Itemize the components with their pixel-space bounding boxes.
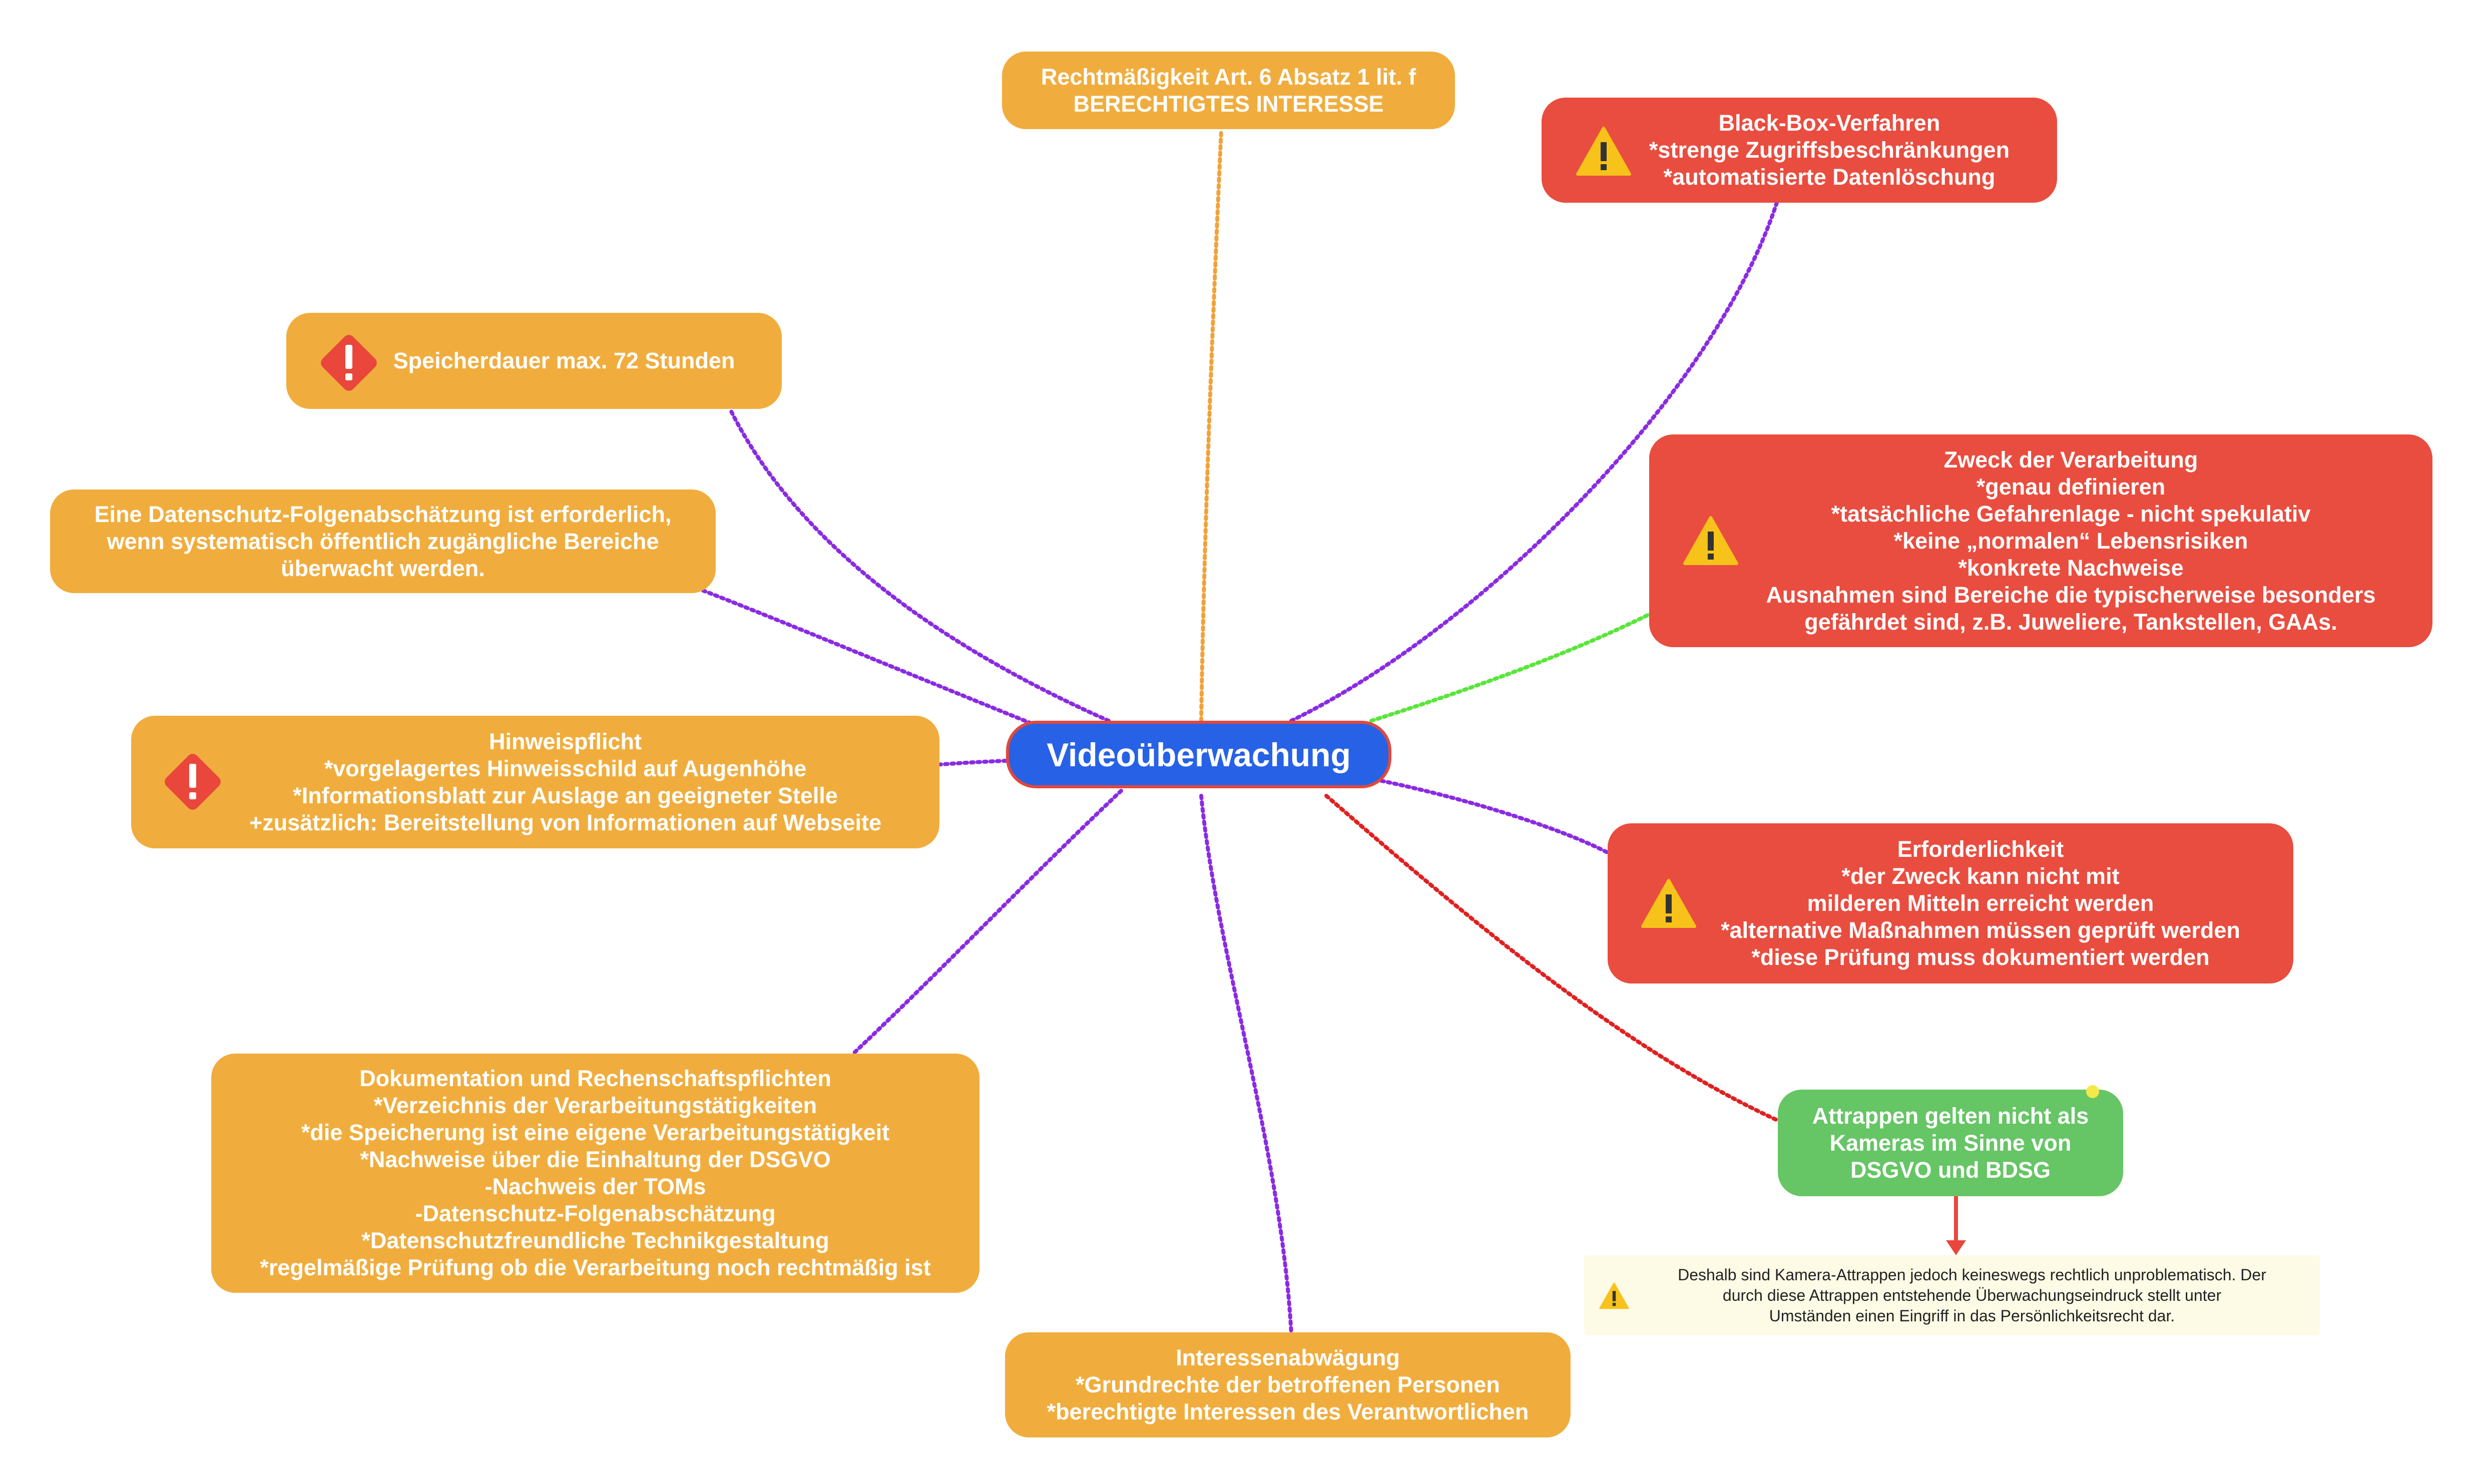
topic-interessenabwaegung-label: Interessenabwägung *Grundrechte der betr… [1047, 1345, 1529, 1424]
topic-attrappen[interactable]: Attrappen gelten nicht als Kameras im Si… [1778, 1090, 2123, 1196]
warning-icon [1683, 516, 1738, 565]
topic-interessenabwaegung[interactable]: Interessenabwägung *Grundrechte der betr… [1005, 1332, 1571, 1437]
topic-blackbox-label: Black-Box-Verfahren *strenge Zugriffsbes… [1649, 110, 2010, 190]
topic-folgenabschaetzung[interactable]: Eine Datenschutz-Folgenabschätzung ist e… [50, 489, 716, 593]
attrappen-note-text: Deshalb sind Kamera-Attrappen jedoch kei… [1678, 1265, 2266, 1325]
link-hinweispflicht [934, 759, 1008, 767]
topic-rechtmaessigkeit-label: Rechtmäßigkeit Art. 6 Absatz 1 lit. f BE… [1041, 64, 1416, 117]
central-topic-label: Videoüberwachung [1047, 736, 1351, 773]
topic-hinweispflicht-label: Hinweispflicht *vorgelagertes Hinweissch… [249, 728, 882, 835]
topic-dokumentation-label: Dokumentation und Rechenschaftspflichten… [260, 1066, 931, 1280]
topic-attrappen-label: Attrappen gelten nicht als Kameras im Si… [1812, 1103, 2089, 1183]
topic-erforderlichkeit[interactable]: Erforderlichkeit *der Zweck kann nicht m… [1608, 823, 2293, 983]
topic-hinweispflicht[interactable]: Hinweispflicht *vorgelagertes Hinweissch… [131, 716, 939, 848]
link-attrappen [1324, 794, 1781, 1123]
alert-icon [321, 335, 377, 391]
warning-icon [1576, 127, 1631, 176]
link-interessenabwaegung [1199, 794, 1293, 1336]
topic-zweck-label: Zweck der Verarbeitung *genau definieren… [1766, 446, 2376, 635]
link-dokumentation [851, 789, 1123, 1056]
topic-erforderlichkeit-label: Erforderlichkeit *der Zweck kann nicht m… [1721, 836, 2240, 970]
topic-zweck[interactable]: Zweck der Verarbeitung *genau definieren… [1649, 434, 2432, 647]
topic-folgenabschaetzung-label: Eine Datenschutz-Folgenabschätzung ist e… [94, 501, 672, 581]
topic-rechtmaessigkeit[interactable]: Rechtmäßigkeit Art. 6 Absatz 1 lit. f BE… [1002, 52, 1455, 129]
link-speicherdauer [729, 408, 1111, 723]
central-topic[interactable]: Videoüberwachung [1006, 721, 1391, 788]
link-blackbox [1289, 201, 1779, 723]
alert-icon [165, 754, 221, 810]
warning-icon [1599, 1282, 1629, 1309]
attrappen-note: Deshalb sind Kamera-Attrappen jedoch kei… [1584, 1255, 2320, 1335]
link-zweck [1369, 611, 1654, 723]
link-erforderlichkeit [1379, 779, 1611, 855]
topic-blackbox[interactable]: Black-Box-Verfahren *strenge Zugriffsbes… [1542, 98, 2057, 203]
topic-dokumentation[interactable]: Dokumentation und Rechenschaftspflichten… [211, 1054, 979, 1293]
link-rechtmaessigkeit [1199, 128, 1223, 723]
link-folgenabschaetzung [701, 589, 1033, 725]
topic-speicherdauer-label: Speicherdauer max. 72 Stunden [393, 348, 735, 373]
attrappen-to-note-arrow [1946, 1196, 1966, 1255]
note-indicator-dot[interactable] [2086, 1085, 2099, 1098]
warning-icon [1641, 879, 1696, 928]
